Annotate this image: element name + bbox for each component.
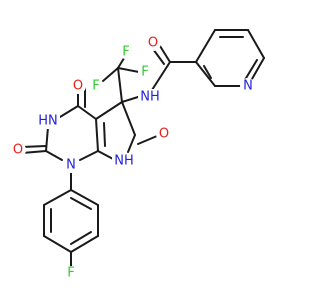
bond <box>247 29 265 59</box>
atom-symbol: HN <box>38 114 58 129</box>
atom-symbol: N <box>66 158 76 173</box>
oxygen-label: O <box>145 35 161 51</box>
hn-label: HN <box>36 113 60 129</box>
bond <box>103 122 106 147</box>
atom-symbol: O <box>73 79 83 94</box>
bond <box>121 101 136 136</box>
bond <box>21 150 47 154</box>
oxygen-label: O <box>10 142 26 158</box>
bond <box>127 134 136 153</box>
bond <box>152 48 165 65</box>
bond <box>102 67 119 82</box>
bond <box>159 45 171 63</box>
bond <box>70 197 92 210</box>
atom-symbol: O <box>159 127 169 142</box>
bond <box>195 61 216 87</box>
atom-symbol: F <box>92 79 99 94</box>
nh-label: NH <box>112 153 136 169</box>
fluorine-label: F <box>119 45 133 60</box>
fluorine-label: F <box>89 79 103 94</box>
bond <box>45 150 63 161</box>
bond <box>45 126 49 152</box>
fluorine-label: F <box>138 65 152 80</box>
atom-symbol: NH <box>140 90 160 105</box>
atom-labels: O N F F F NH O HN <box>10 35 256 281</box>
molecule-structure: O N F F F NH O HN <box>10 29 265 281</box>
bond <box>70 189 99 206</box>
bond <box>195 29 216 63</box>
nh-label: NH <box>138 89 162 105</box>
bond <box>203 65 212 79</box>
bond <box>43 235 72 253</box>
bond <box>70 235 99 253</box>
oxygen-label: O <box>70 78 86 94</box>
bond <box>151 61 171 91</box>
bond <box>43 189 72 206</box>
bond <box>21 145 47 148</box>
fluorine-label: F <box>64 266 78 281</box>
bond <box>95 118 99 152</box>
nitrogen-label: N <box>240 78 256 94</box>
bond <box>59 105 79 118</box>
atom-symbol: F <box>67 266 74 281</box>
oxygen-label: O <box>156 126 172 142</box>
bond <box>77 105 97 120</box>
atom-symbol: O <box>148 36 158 51</box>
bonds <box>21 29 265 269</box>
atom-symbol: N <box>243 79 253 94</box>
atom-symbol: F <box>122 45 129 60</box>
atom-symbol: O <box>13 143 23 158</box>
atom-symbol: NH <box>114 154 134 169</box>
bond <box>95 101 123 120</box>
bond <box>117 67 140 73</box>
nitrogen-label: N <box>63 157 79 173</box>
bond <box>79 150 99 161</box>
bond <box>70 231 92 245</box>
bond <box>121 96 139 103</box>
atom-symbol: F <box>141 65 148 80</box>
bond <box>117 67 123 103</box>
bond <box>137 135 158 145</box>
